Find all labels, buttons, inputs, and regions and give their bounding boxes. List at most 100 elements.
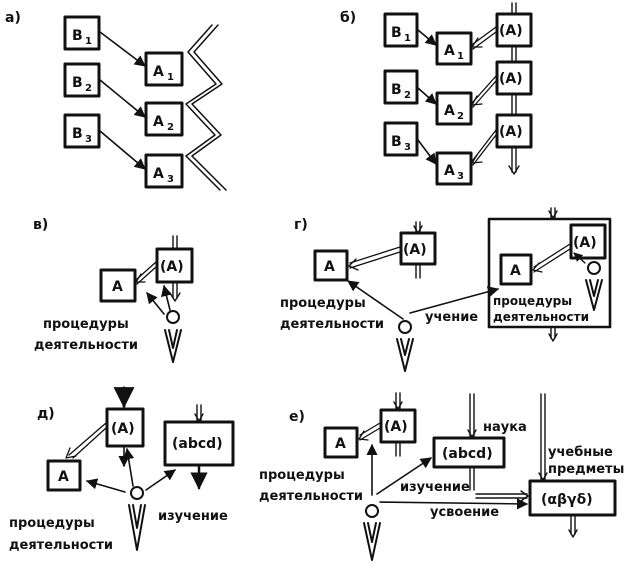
arrow-b2-a2 xyxy=(99,79,146,118)
panel-a xyxy=(63,15,227,191)
box-a2-letter: A xyxy=(153,114,164,130)
box-a3-subscript: 3 xyxy=(457,171,464,182)
greek-label: (αβγδ) xyxy=(541,492,593,508)
box-a2-subscript: 2 xyxy=(457,111,464,122)
box-a1-letter: A xyxy=(444,43,455,59)
box-b2 xyxy=(63,62,101,98)
paren-a-label: (A) xyxy=(403,242,427,258)
box-a3-letter: A xyxy=(153,166,164,182)
inner-caption-line-1: процедуры xyxy=(493,294,572,308)
box-b1-letter: B xyxy=(391,25,402,41)
paren-a-flow xyxy=(393,392,403,457)
person-figure xyxy=(363,504,381,561)
inner-arrow-person xyxy=(573,252,586,264)
frame-flow xyxy=(548,207,558,342)
arrow-assimilation xyxy=(379,498,529,510)
paren-a-box xyxy=(379,408,417,444)
panel-tag: в) xyxy=(33,217,48,233)
abcd-to-greek-flow xyxy=(475,490,529,502)
arrow-person-to-abcd xyxy=(145,469,176,491)
box-b2-subscript: 2 xyxy=(85,83,92,94)
paren-a-box-3 xyxy=(495,113,533,149)
inner-person-figure xyxy=(585,261,603,311)
arrow-person-to-a xyxy=(85,478,126,493)
panel-tag: б) xyxy=(340,10,356,26)
arrow-study xyxy=(376,457,432,495)
panel-tag: г) xyxy=(294,217,308,233)
paren-a-label: (A) xyxy=(384,419,408,435)
person-figure xyxy=(128,486,146,551)
panel-e xyxy=(323,392,617,561)
caption-line-2: деятельности xyxy=(9,538,113,553)
copy-arrow xyxy=(65,422,107,459)
arrow-person-to-paren-a xyxy=(123,447,135,487)
panel-tag: а) xyxy=(5,10,21,26)
box-b3-subscript: 3 xyxy=(404,142,411,153)
arrow-b3-a3 xyxy=(99,130,146,170)
box-a3 xyxy=(435,151,473,186)
panel-tag: е) xyxy=(289,409,305,425)
subjects-flow xyxy=(538,393,578,538)
panel-d xyxy=(46,386,235,551)
study-label: изучение xyxy=(400,480,470,495)
box-a xyxy=(99,268,137,303)
caption-line-1: процедуры xyxy=(43,317,129,332)
caption-line-1: процедуры xyxy=(280,296,366,311)
paren-a-box xyxy=(155,247,194,284)
box-b2-subscript: 2 xyxy=(404,90,411,101)
box-b1 xyxy=(383,12,419,48)
box-a-letter: A xyxy=(335,436,346,452)
paren-a-box-2 xyxy=(495,60,533,96)
arrow-b2-a2 xyxy=(417,87,437,105)
paren-a-box-1 xyxy=(495,12,533,48)
study-label: изучение xyxy=(158,509,228,524)
box-b2-letter: B xyxy=(391,82,402,98)
arrow-person-to-a xyxy=(146,292,165,315)
science-label: наука xyxy=(483,420,527,435)
box-a3 xyxy=(144,153,184,189)
box-b3 xyxy=(383,121,419,157)
paren-a-label: (A) xyxy=(160,259,184,275)
abcd-label: (abcd) xyxy=(442,446,493,462)
learning-label: учение xyxy=(425,310,478,325)
box-a xyxy=(46,459,82,492)
box-a-letter: A xyxy=(324,259,335,275)
box-a-letter: A xyxy=(112,279,123,295)
abcd-label: (abcd) xyxy=(172,436,223,452)
copy-arrow xyxy=(135,261,157,285)
paren-a-label: (A) xyxy=(111,421,135,437)
box-a1 xyxy=(144,51,184,87)
inner-caption-line-2: деятельности xyxy=(493,310,589,324)
arrow-b3-a3 xyxy=(417,139,437,165)
caption-line-1: процедуры xyxy=(259,468,345,483)
box-a1 xyxy=(435,31,473,66)
paren-a-label-1: (A) xyxy=(499,23,523,39)
arrow-learning-right xyxy=(409,286,500,314)
box-b3 xyxy=(63,113,101,149)
box-b1-subscript: 1 xyxy=(85,36,92,47)
abcd-flow xyxy=(190,404,208,490)
panel-tag: д) xyxy=(37,406,55,422)
vertical-flow xyxy=(413,221,423,279)
box-a1-subscript: 1 xyxy=(457,51,464,62)
arrow-learning-left xyxy=(347,280,404,320)
copy-arrows xyxy=(471,26,497,166)
inner-paren-a-label: (A) xyxy=(573,235,597,251)
box-b3-subscript: 3 xyxy=(85,134,92,145)
inner-copy-arrow xyxy=(532,243,571,273)
box-b3-letter: B xyxy=(391,134,402,150)
abcd-box xyxy=(432,436,506,469)
science-flow xyxy=(467,393,477,491)
box-a-letter: A xyxy=(58,469,69,485)
arrow-person-to-paren-a xyxy=(161,284,172,311)
box-b3-letter: B xyxy=(72,126,83,142)
box-a2-letter: A xyxy=(444,103,455,119)
inner-box-a-letter: A xyxy=(510,263,521,279)
paren-a-label-3: (A) xyxy=(499,124,523,140)
caption-line-2: деятельности xyxy=(259,489,363,504)
greek-box xyxy=(528,479,617,517)
box-b1 xyxy=(63,15,101,51)
person-figure xyxy=(164,310,182,363)
zigzag-chain xyxy=(185,24,227,191)
arrow-b1-a1 xyxy=(99,31,146,67)
